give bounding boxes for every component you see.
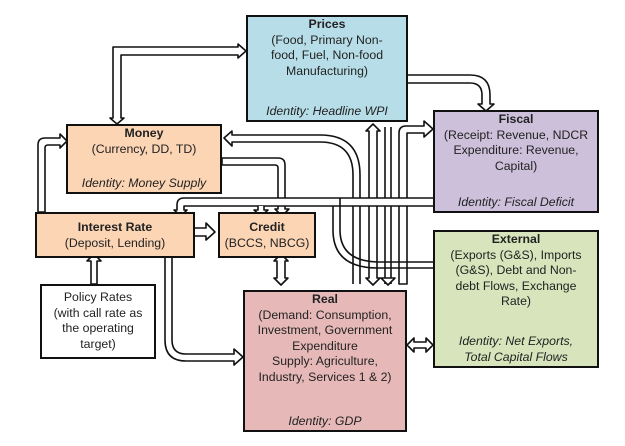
- external-identity-line: Total Capital Flows: [464, 349, 568, 364]
- arrow-money-credit: [221, 157, 290, 217]
- external-line: (G&S), Debt and Non-: [455, 263, 577, 277]
- prices-line: food, Fuel, Non-food: [270, 48, 384, 62]
- arrow-prices-money: [223, 130, 361, 284]
- money-box[interactable]: Money (Currency, DD, TD) Identity: Money…: [66, 124, 222, 194]
- fiscal-title: Fiscal: [498, 112, 534, 126]
- interest-rate-title: Interest Rate: [77, 220, 153, 234]
- external-title: External: [491, 232, 541, 246]
- fiscal-line: Expenditure: Revenue,: [453, 143, 579, 157]
- real-line: Supply: Agriculture,: [272, 354, 378, 368]
- fiscal-line: Capital): [494, 158, 538, 173]
- arrow-fiscal-real-head: [380, 277, 396, 286]
- interest-rate-box[interactable]: Interest Rate (Deposit, Lending): [35, 212, 195, 258]
- arrow-external-real: [406, 337, 434, 353]
- real-box[interactable]: Real (Demand: Consumption, Investment, G…: [243, 290, 407, 432]
- prices-line: Manufacturing): [285, 63, 369, 78]
- policy-rates-box[interactable]: Policy Rates (with call rate as the oper…: [40, 284, 156, 359]
- arrow-policy-interest: [86, 253, 102, 285]
- policy-rates-line: Policy Rates: [63, 290, 133, 304]
- arrow-interest-money: [37, 133, 68, 213]
- real-line: Industry, Services 1 & 2): [258, 369, 392, 384]
- prices-identity: Identity: Headline WPI: [248, 104, 406, 120]
- real-line: Investment, Government: [257, 323, 393, 337]
- real-title: Real: [312, 292, 338, 306]
- real-identity-line: Identity: GDP: [288, 413, 362, 428]
- credit-line: (BCCS, NBCG): [224, 235, 310, 250]
- interest-rate-line: (Deposit, Lending): [64, 235, 166, 250]
- arrow-credit-real: [273, 253, 289, 286]
- arrow-fiscal-interest: [173, 197, 433, 217]
- arrow-external-money: [339, 198, 433, 263]
- real-identity: Identity: GDP: [245, 414, 405, 430]
- policy-rates-line: (with call rate as: [53, 305, 143, 320]
- external-identity-line: Identity: Net Exports,: [458, 334, 574, 348]
- money-title: Money: [124, 126, 164, 140]
- money-identity-line: Identity: Money Supply: [81, 175, 207, 190]
- arrow-interest-real: [164, 251, 244, 366]
- policy-rates-line: target): [80, 336, 116, 351]
- real-line: Expenditure: [292, 338, 358, 353]
- external-box[interactable]: External (Exports (G&S), Imports (G&S), …: [433, 230, 599, 368]
- prices-line: (Food, Primary Non-: [271, 32, 383, 47]
- money-identity: Identity: Money Supply: [68, 176, 220, 192]
- arrow-prices-fiscal: [406, 74, 495, 112]
- prices-identity-line: Identity: Headline WPI: [266, 103, 388, 118]
- arrow-interest-credit: [192, 222, 216, 241]
- credit-box[interactable]: Credit (BCCS, NBCG): [218, 212, 316, 258]
- external-line: (Exports (G&S), Imports: [450, 247, 582, 262]
- money-line: (Currency, DD, TD): [91, 141, 197, 156]
- prices-box[interactable]: Prices (Food, Primary Non- food, Fuel, N…: [246, 15, 408, 122]
- policy-rates-line: the operating: [62, 321, 134, 335]
- external-line: debt Flows, Exchange: [455, 278, 577, 293]
- fiscal-line: (Receipt: Revenue, NDCR: [443, 127, 589, 142]
- external-identity: Identity: Net Exports, Total Capital Flo…: [435, 334, 597, 365]
- fiscal-identity-line: Identity: Fiscal Deficit: [457, 194, 575, 209]
- credit-title: Credit: [249, 220, 285, 234]
- fiscal-box[interactable]: Fiscal (Receipt: Revenue, NDCR Expenditu…: [433, 110, 599, 213]
- prices-title: Prices: [308, 17, 346, 31]
- fiscal-identity: Identity: Fiscal Deficit: [435, 195, 597, 211]
- external-line: Rate): [500, 294, 532, 308]
- real-line: (Demand: Consumption,: [258, 307, 392, 322]
- arrow-money-prices: [109, 43, 247, 125]
